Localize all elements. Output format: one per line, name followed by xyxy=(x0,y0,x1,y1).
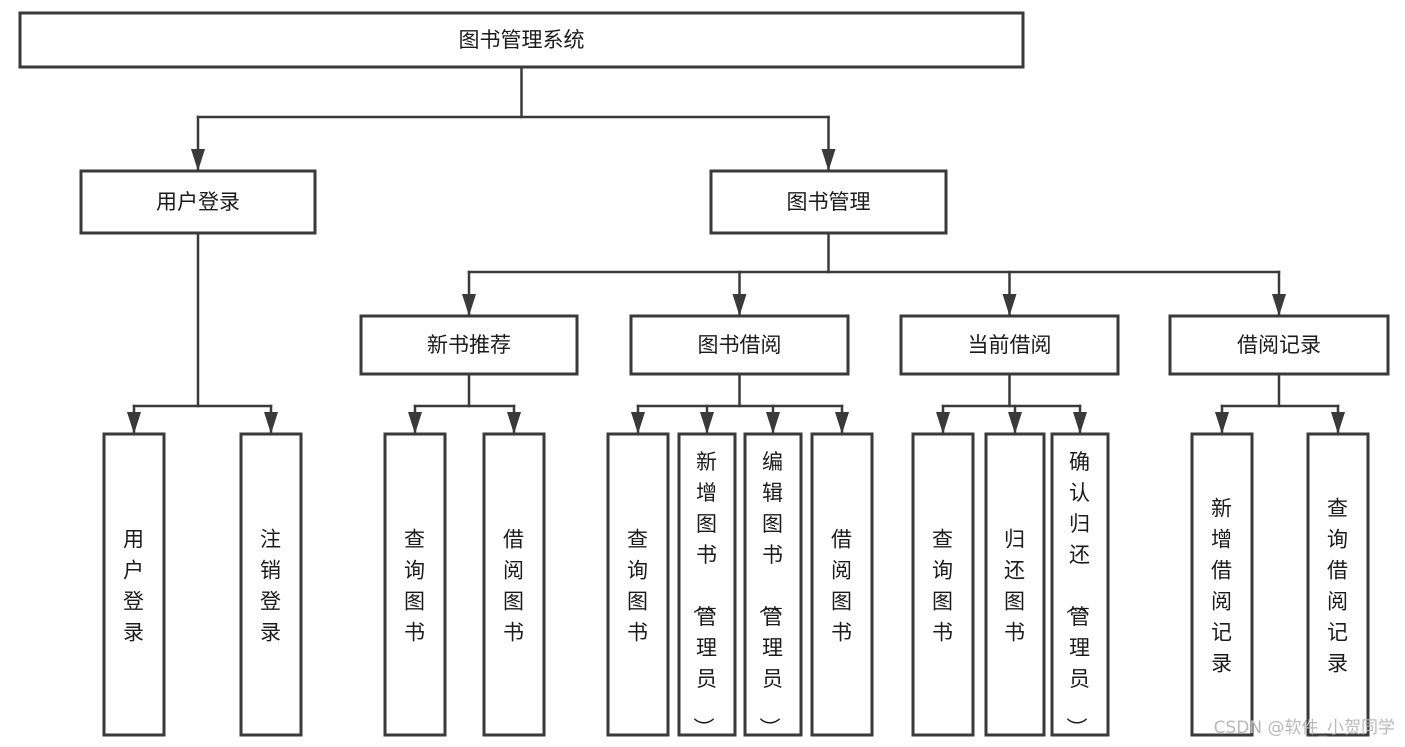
node-leaf-recommend-borrow-book[interactable]: 借阅图书 xyxy=(482,432,546,737)
arrow-head-icon xyxy=(821,149,836,171)
arrow-head-icon xyxy=(835,412,849,434)
arrow-head-icon xyxy=(191,149,205,171)
arrow-head-icon xyxy=(766,412,780,434)
node-leaf-borrow-edit-book-box[interactable] xyxy=(743,432,803,737)
node-leaf-borrow-edit-book-label: 编辑图书（管理员） xyxy=(757,450,784,739)
node-book-management-box[interactable] xyxy=(709,169,948,235)
node-leaf-record-query-label: 查询借阅记录 xyxy=(1327,497,1349,676)
node-leaf-borrow-add-book[interactable]: 新增图书（管理员） xyxy=(677,432,737,739)
node-borrow-record-box[interactable] xyxy=(1168,314,1390,376)
node-leaf-current-confirm-return[interactable]: 确认归还（管理员） xyxy=(1050,432,1110,739)
node-leaf-borrow-borrow-book[interactable]: 借阅图书 xyxy=(810,432,874,737)
node-leaf-record-add[interactable]: 新增借阅记录 xyxy=(1190,432,1254,737)
node-leaf-borrow-add-book-label: 新增图书（管理员） xyxy=(691,450,718,739)
node-leaf-user-login[interactable]: 用户登录 xyxy=(102,432,166,737)
node-leaf-current-query-book-label: 查询图书 xyxy=(932,528,954,645)
node-leaf-borrow-query-book[interactable]: 查询图书 xyxy=(606,432,670,737)
arrow-head-icon xyxy=(1272,294,1286,316)
node-leaf-recommend-borrow-book-label: 借阅图书 xyxy=(503,528,525,645)
node-current-borrow-label: 当前借阅 xyxy=(968,333,1052,357)
node-leaf-borrow-query-book-label: 查询图书 xyxy=(627,528,649,645)
node-root-root-box[interactable] xyxy=(18,11,1025,69)
node-leaf-record-add-label: 新增借阅记录 xyxy=(1211,497,1233,676)
node-leaf-current-query-book[interactable]: 查询图书 xyxy=(911,432,975,737)
node-current-borrow-box[interactable] xyxy=(899,314,1120,376)
node-borrow-record-label: 借阅记录 xyxy=(1237,333,1321,357)
arrow-head-icon xyxy=(127,412,141,434)
node-book-borrow-label: 图书借阅 xyxy=(698,333,782,357)
csdn-watermark: CSDN @软件_小贺同学 xyxy=(1214,718,1395,738)
node-leaf-current-confirm-return-box[interactable] xyxy=(1050,432,1110,737)
node-leaf-recommend-query-book[interactable]: 查询图书 xyxy=(383,432,447,737)
node-book-borrow[interactable]: 图书借阅 xyxy=(629,314,850,376)
node-leaf-recommend-borrow-book-box[interactable] xyxy=(482,432,546,737)
arrow-head-icon xyxy=(936,412,950,434)
node-leaf-borrow-borrow-book-label: 借阅图书 xyxy=(831,528,853,645)
node-leaf-user-logout-box[interactable] xyxy=(239,432,303,737)
node-new-book-recommend-label: 新书推荐 xyxy=(427,333,511,357)
node-new-book-recommend-box[interactable] xyxy=(359,314,579,376)
node-leaf-recommend-query-book-box[interactable] xyxy=(383,432,447,737)
node-book-management-label: 图书管理 xyxy=(787,190,871,214)
arrow-head-icon xyxy=(408,412,422,434)
arrow-head-icon xyxy=(264,412,278,434)
node-leaf-user-logout-label: 注销登录 xyxy=(260,528,282,645)
arrow-head-icon xyxy=(631,412,645,434)
arrow-head-icon xyxy=(1002,294,1017,316)
node-leaf-record-query-box[interactable] xyxy=(1306,432,1370,737)
node-leaf-record-query[interactable]: 查询借阅记录 xyxy=(1306,432,1370,737)
node-leaf-current-return-book-label: 归还图书 xyxy=(1004,528,1026,645)
node-leaf-borrow-add-book-box[interactable] xyxy=(677,432,737,737)
node-leaf-borrow-query-book-box[interactable] xyxy=(606,432,670,737)
connectors-layer xyxy=(127,65,1345,435)
arrow-head-icon xyxy=(700,412,714,434)
node-user-login-box[interactable] xyxy=(79,169,317,235)
node-leaf-current-confirm-return-label: 确认归还（管理员） xyxy=(1064,450,1091,739)
node-leaf-current-return-book-box[interactable] xyxy=(984,432,1046,737)
node-leaf-borrow-edit-book[interactable]: 编辑图书（管理员） xyxy=(743,432,803,739)
arrow-head-icon xyxy=(1073,412,1087,434)
arrow-head-icon xyxy=(462,294,476,316)
node-book-management[interactable]: 图书管理 xyxy=(709,169,948,235)
node-leaf-current-return-book[interactable]: 归还图书 xyxy=(984,432,1046,737)
arrow-head-icon xyxy=(1008,412,1022,434)
node-leaf-user-logout[interactable]: 注销登录 xyxy=(239,432,303,737)
node-leaf-borrow-borrow-book-box[interactable] xyxy=(810,432,874,737)
arrow-head-icon xyxy=(507,412,521,434)
node-leaf-recommend-query-book-label: 查询图书 xyxy=(404,528,426,645)
arrow-head-icon xyxy=(1331,412,1345,434)
node-new-book-recommend[interactable]: 新书推荐 xyxy=(359,314,579,376)
arrow-head-icon xyxy=(732,294,747,316)
node-root-root[interactable]: 图书管理系统 xyxy=(18,11,1025,69)
node-borrow-record[interactable]: 借阅记录 xyxy=(1168,314,1390,376)
node-book-borrow-box[interactable] xyxy=(629,314,850,376)
arrow-head-icon xyxy=(1215,412,1229,434)
node-leaf-record-add-box[interactable] xyxy=(1190,432,1254,737)
node-current-borrow[interactable]: 当前借阅 xyxy=(899,314,1120,376)
node-leaf-current-query-book-box[interactable] xyxy=(911,432,975,737)
node-user-login-label: 用户登录 xyxy=(156,190,240,214)
node-leaf-user-login-box[interactable] xyxy=(102,432,166,737)
nodes-layer: 图书管理系统用户登录图书管理新书推荐图书借阅当前借阅借阅记录用户登录注销登录查询… xyxy=(18,11,1390,739)
node-root-root-label: 图书管理系统 xyxy=(459,28,585,52)
node-leaf-user-login-label: 用户登录 xyxy=(123,528,145,645)
node-user-login[interactable]: 用户登录 xyxy=(79,169,317,235)
